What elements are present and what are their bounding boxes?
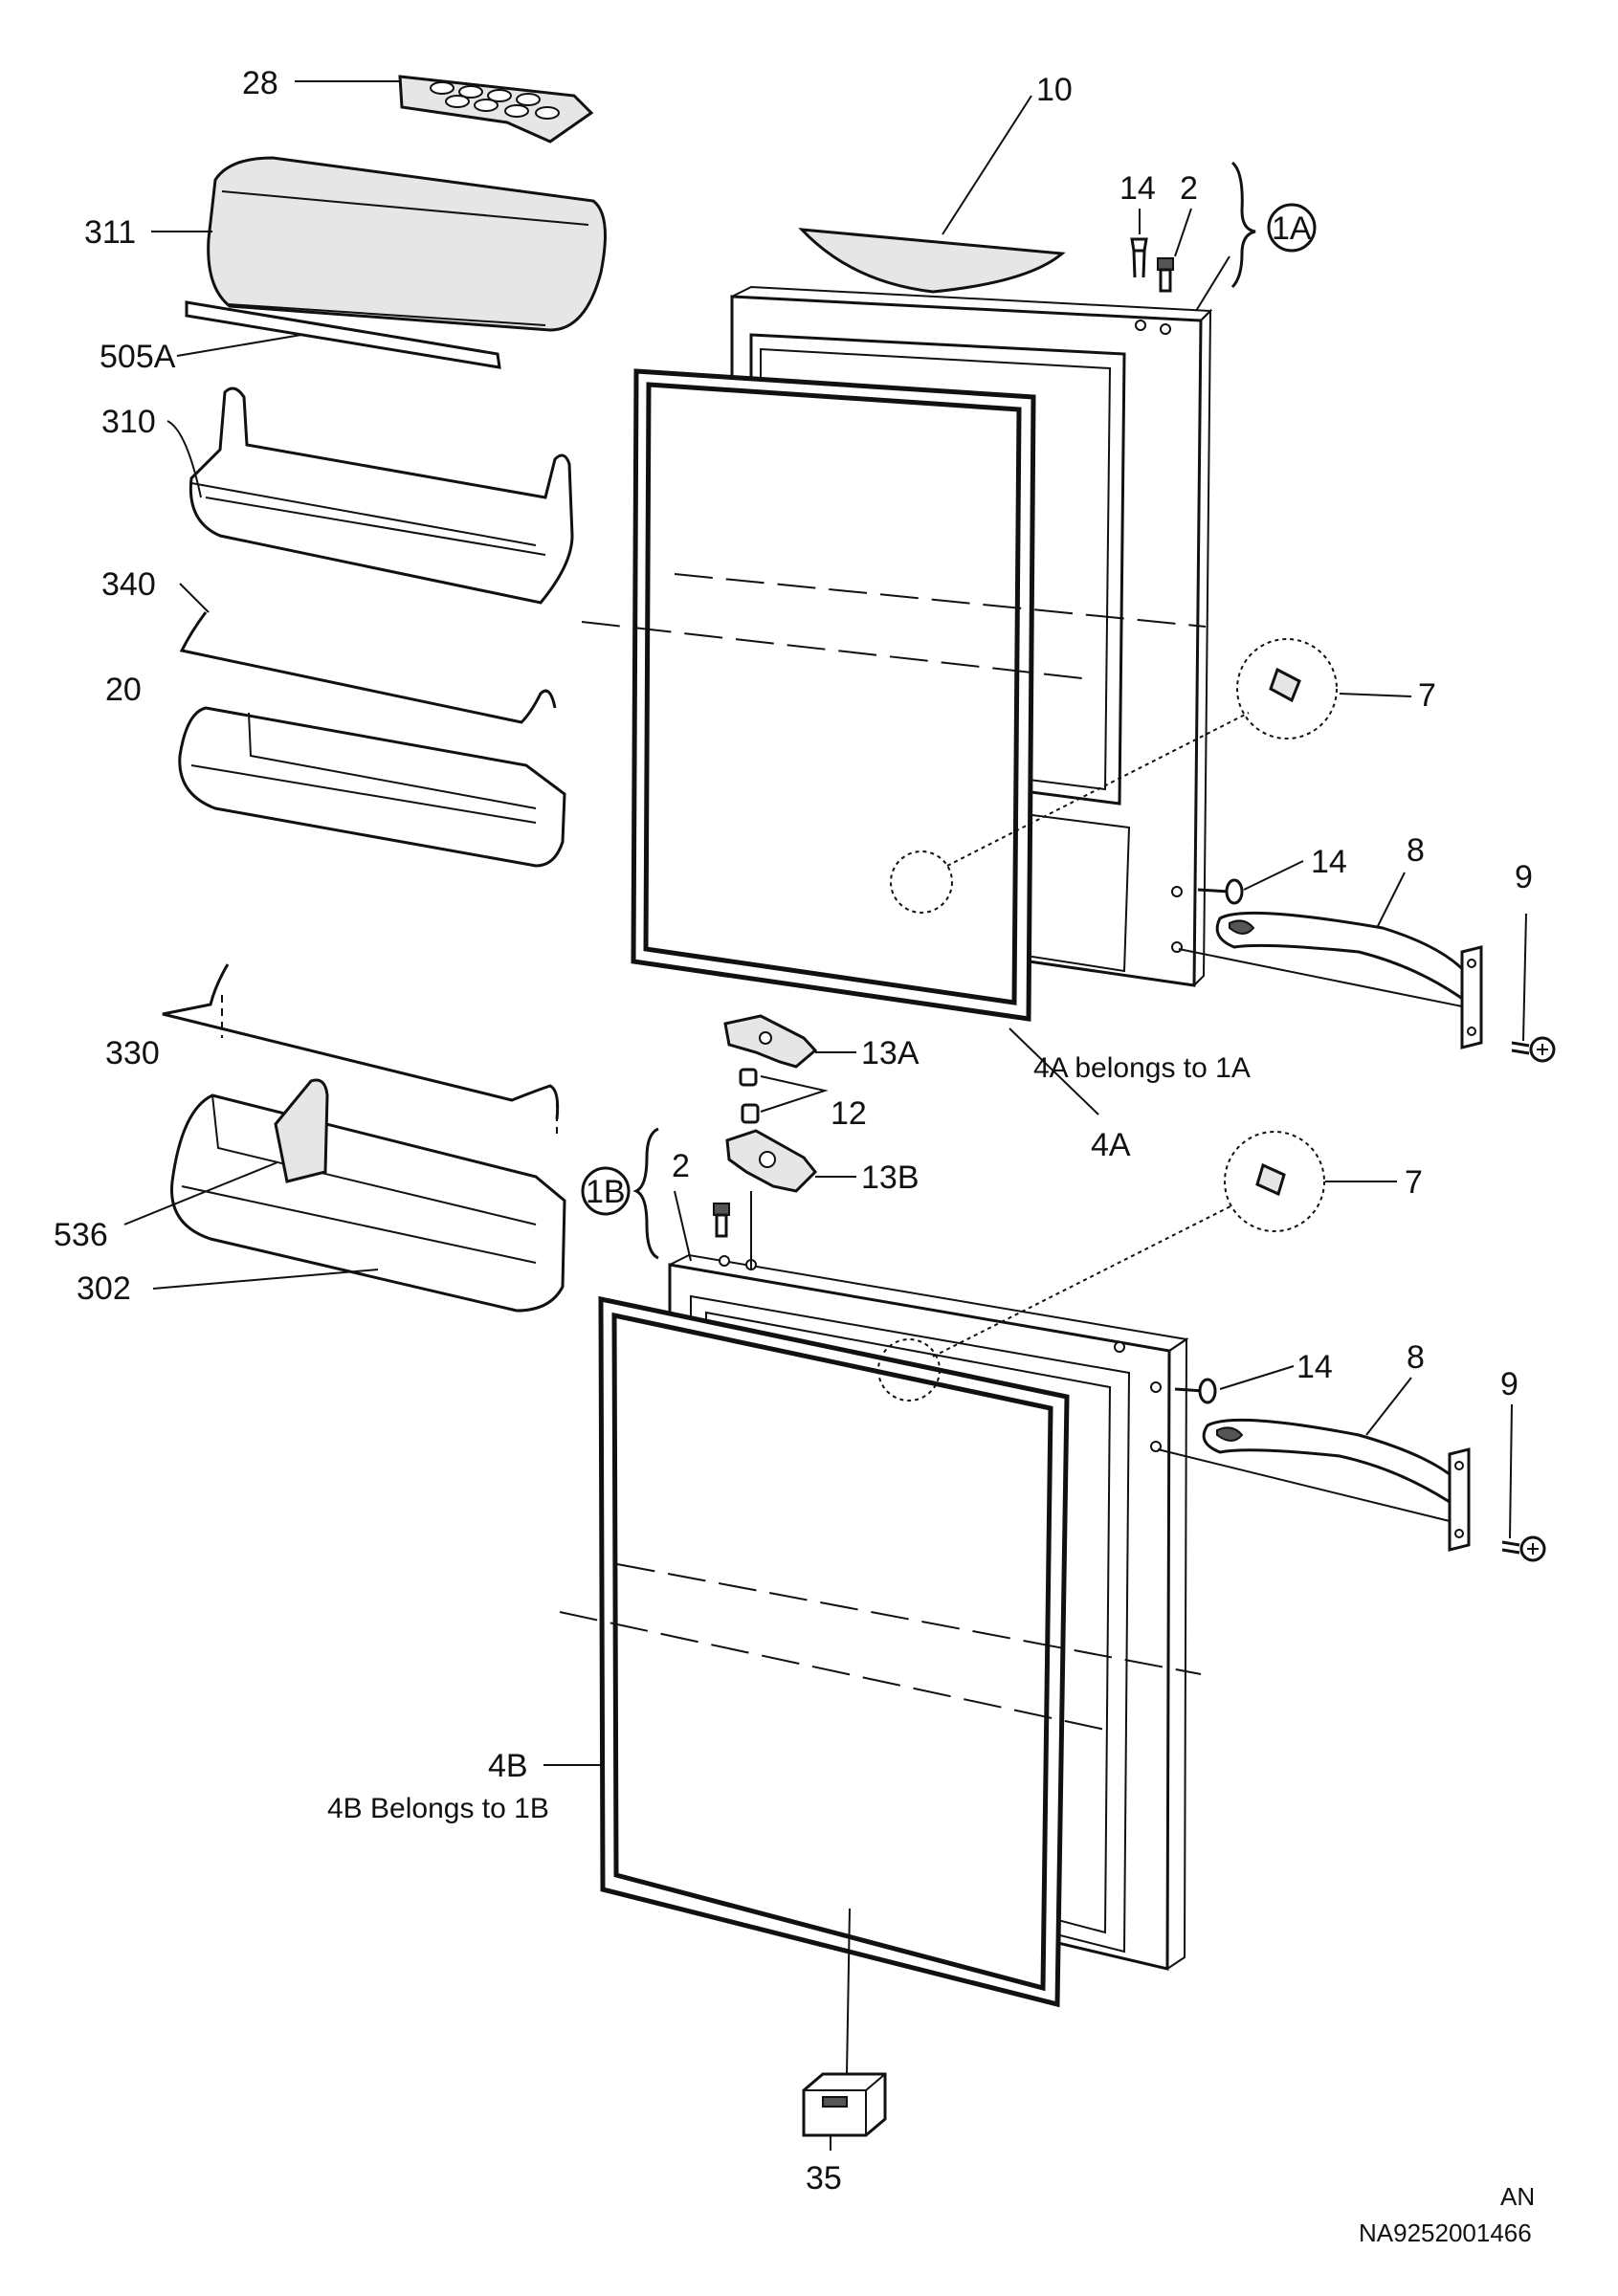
- footer-code-number: NA9252001466: [1359, 2219, 1532, 2247]
- part-7-detail-low: [1224, 1131, 1325, 1232]
- label-4B: 4B: [488, 1748, 528, 1784]
- part-2-screw-mid: [713, 1203, 730, 1238]
- label-12: 12: [831, 1095, 867, 1132]
- label-8-low: 8: [1407, 1339, 1425, 1376]
- part-28-egg-tray: [398, 75, 594, 144]
- part-9-screw-top: [1511, 1036, 1556, 1063]
- label-14-top: 14: [1119, 170, 1156, 207]
- label-1A: 1A: [1272, 210, 1312, 247]
- part-8-handle-low: [1202, 1418, 1471, 1552]
- part-310-bottle-shelf: [188, 386, 574, 605]
- part-13B-hinge: [725, 1129, 818, 1193]
- label-9-low: 9: [1500, 1366, 1518, 1402]
- part-1A-circle: [1267, 203, 1317, 253]
- part-4B-lower-gasket: [598, 1295, 1070, 2008]
- label-330: 330: [105, 1035, 160, 1071]
- label-1B: 1B: [586, 1174, 626, 1210]
- part-35-foot: [802, 2072, 887, 2137]
- part-12-bushing-low: [741, 1103, 760, 1124]
- label-8-top: 8: [1407, 832, 1425, 869]
- label-302: 302: [77, 1270, 131, 1307]
- part-12-bushing-top: [739, 1068, 758, 1087]
- part-1B-circle: [581, 1166, 631, 1216]
- note-4B: 4B Belongs to 1B: [327, 1793, 549, 1824]
- part-536-divider: [274, 1078, 329, 1183]
- label-20: 20: [105, 672, 142, 708]
- part-20-shelf: [178, 706, 566, 868]
- part-4A-upper-gasket: [631, 368, 1036, 1022]
- label-340: 340: [101, 566, 156, 603]
- part-2-screw-top: [1157, 257, 1174, 293]
- part-9-screw-low: [1501, 1535, 1546, 1562]
- part-302-shelf: [170, 1093, 566, 1313]
- label-14-mid: 14: [1311, 844, 1347, 880]
- label-14-low: 14: [1297, 1349, 1333, 1385]
- note-4A: 4A belongs to 1A: [1033, 1052, 1251, 1084]
- part-14-pin-mid: [1197, 878, 1244, 905]
- part-8-handle-top: [1215, 911, 1483, 1049]
- part-13A-hinge: [723, 1014, 818, 1069]
- label-536: 536: [54, 1217, 108, 1253]
- label-7-mid: 7: [1405, 1164, 1423, 1201]
- label-13B: 13B: [861, 1159, 920, 1196]
- part-340-wire-rail: [179, 611, 557, 724]
- label-10: 10: [1036, 72, 1073, 108]
- label-4A: 4A: [1091, 1127, 1131, 1163]
- part-311-dairy-cover: [207, 156, 607, 332]
- part-14-pin-low: [1174, 1378, 1217, 1404]
- footer-code-an: AN: [1500, 2182, 1535, 2211]
- part-330-wire-rail: [162, 963, 560, 1120]
- part-505A-rod: [185, 300, 501, 369]
- part-7-screw-low: [1255, 1162, 1286, 1197]
- label-13A: 13A: [861, 1035, 920, 1071]
- label-2-mid: 2: [672, 1148, 690, 1184]
- part-7-detail-top: [1236, 638, 1338, 740]
- label-35: 35: [806, 2160, 842, 2197]
- label-7-top: 7: [1418, 677, 1436, 714]
- label-505A: 505A: [100, 339, 176, 375]
- label-9-top: 9: [1515, 859, 1533, 895]
- part-10-decal: [798, 228, 1066, 294]
- label-311: 311: [84, 214, 136, 251]
- label-28: 28: [242, 65, 278, 101]
- label-2-top: 2: [1180, 170, 1198, 207]
- label-310: 310: [101, 404, 156, 440]
- part-7-screw-top: [1269, 667, 1301, 703]
- part-14-pin-top: [1130, 237, 1148, 278]
